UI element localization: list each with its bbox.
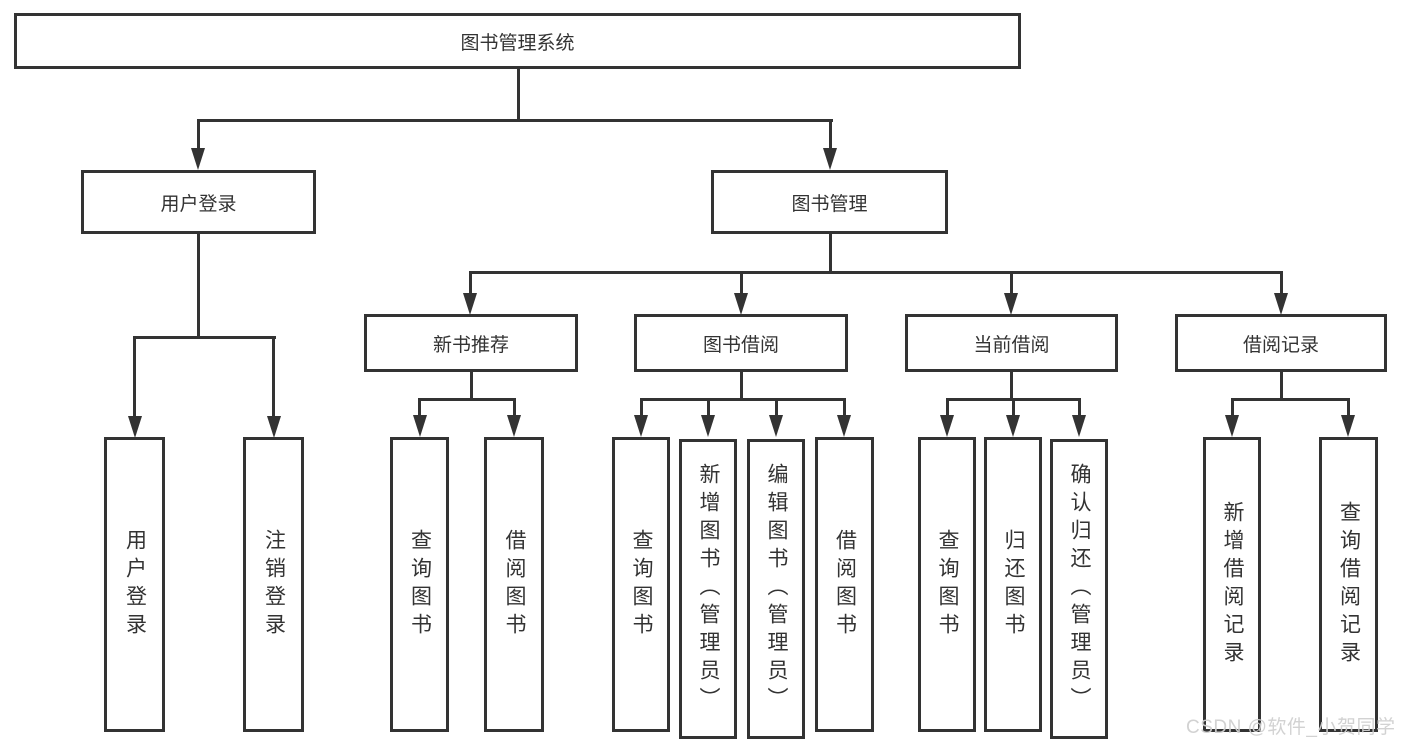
arrow-down-icon bbox=[507, 415, 521, 437]
node-leaf-edit-books-admin: 编辑图书（管理员） bbox=[747, 439, 805, 739]
arrow-down-icon bbox=[463, 293, 477, 315]
connector-stub-book-management bbox=[829, 122, 832, 150]
connector-stub-new-book bbox=[469, 274, 472, 294]
connector-new-book-drop bbox=[470, 372, 473, 400]
arrow-down-icon bbox=[191, 148, 205, 170]
node-leaf-query-borrow-record: 查询借阅记录 bbox=[1319, 437, 1378, 732]
arrow-down-icon bbox=[1004, 293, 1018, 315]
node-borrowing-records-label: 借阅记录 bbox=[1242, 334, 1319, 356]
node-user-login-group: 用户登录 bbox=[81, 170, 316, 234]
arrow-down-icon bbox=[940, 415, 954, 437]
node-leaf-borrow-books-recommend: 借阅图书 bbox=[484, 437, 544, 732]
connector-book-management-branch bbox=[469, 271, 1283, 274]
arrow-down-icon bbox=[1006, 415, 1020, 437]
connector-book-borrowing-branch bbox=[640, 398, 846, 401]
arrow-down-icon bbox=[1341, 415, 1355, 437]
connector-stub-book-borrowing bbox=[740, 274, 743, 294]
node-leaf-add-books-admin: 新增图书（管理员） bbox=[679, 439, 737, 739]
arrow-down-icon bbox=[769, 415, 783, 437]
node-current-borrowing-label: 当前借阅 bbox=[973, 334, 1050, 356]
connector-stub bbox=[1347, 401, 1350, 417]
node-book-management: 图书管理 bbox=[711, 170, 948, 234]
node-leaf-add-books-admin-label: 新增图书（管理员） bbox=[697, 463, 721, 715]
node-leaf-edit-books-admin-label: 编辑图书（管理员） bbox=[765, 463, 789, 715]
arrow-down-icon bbox=[823, 148, 837, 170]
node-leaf-add-borrow-record: 新增借阅记录 bbox=[1203, 437, 1261, 732]
arrow-down-icon bbox=[701, 415, 715, 437]
node-leaf-query-books-borrowing: 查询图书 bbox=[612, 437, 670, 732]
node-leaf-confirm-return-admin: 确认归还（管理员） bbox=[1050, 439, 1108, 739]
connector-stub bbox=[775, 401, 778, 417]
node-leaf-logout: 注销登录 bbox=[243, 437, 304, 732]
connector-borrowing-records-branch bbox=[1231, 398, 1350, 401]
arrow-down-icon bbox=[734, 293, 748, 315]
arrow-down-icon bbox=[1072, 415, 1086, 437]
node-leaf-logout-label: 注销登录 bbox=[262, 528, 286, 641]
connector-stub bbox=[640, 401, 643, 417]
node-new-book-recommend-label: 新书推荐 bbox=[432, 334, 509, 356]
connector-current-borrowing-branch bbox=[946, 398, 1081, 401]
csdn-watermark: CSDN @软件_小贺同学 bbox=[1186, 717, 1396, 738]
node-system-root: 图书管理系统 bbox=[14, 13, 1021, 69]
node-new-book-recommend: 新书推荐 bbox=[364, 314, 578, 372]
connector-root-branch bbox=[197, 119, 833, 122]
node-leaf-query-books-recommend-label: 查询图书 bbox=[408, 528, 432, 641]
arrow-down-icon bbox=[1274, 293, 1288, 315]
connector-stub-user-login bbox=[197, 122, 200, 150]
node-current-borrowing: 当前借阅 bbox=[905, 314, 1118, 372]
node-leaf-query-books-recommend: 查询图书 bbox=[390, 437, 449, 732]
arrow-down-icon bbox=[128, 416, 142, 438]
node-leaf-return-books-label: 归还图书 bbox=[1002, 528, 1026, 641]
node-system-root-label: 图书管理系统 bbox=[460, 32, 575, 54]
connector-book-borrowing-drop bbox=[740, 372, 743, 400]
connector-borrowing-records-drop bbox=[1280, 372, 1283, 400]
node-book-management-label: 图书管理 bbox=[791, 193, 868, 215]
connector-user-login-drop bbox=[197, 234, 200, 338]
node-leaf-query-books-current-label: 查询图书 bbox=[936, 528, 960, 641]
connector-current-borrowing-drop bbox=[1010, 372, 1013, 400]
connector-user-login-branch bbox=[133, 336, 276, 339]
connector-stub-leaf-user-login bbox=[133, 339, 136, 418]
arrow-down-icon bbox=[267, 416, 281, 438]
connector-stub bbox=[513, 401, 516, 417]
node-leaf-query-books-borrowing-label: 查询图书 bbox=[630, 528, 654, 641]
connector-stub bbox=[843, 401, 846, 417]
connector-stub bbox=[1078, 401, 1081, 417]
connector-stub-borrowing-records bbox=[1280, 274, 1283, 294]
connector-new-book-branch bbox=[418, 398, 516, 401]
node-leaf-add-borrow-record-label: 新增借阅记录 bbox=[1221, 500, 1245, 669]
connector-stub bbox=[1231, 401, 1234, 417]
connector-stub bbox=[707, 401, 710, 417]
arrow-down-icon bbox=[634, 415, 648, 437]
connector-stub-current-borrowing bbox=[1010, 274, 1013, 294]
connector-root-drop bbox=[517, 69, 520, 119]
node-leaf-borrow-books-borrowing-label: 借阅图书 bbox=[833, 528, 857, 641]
connector-book-management-drop bbox=[829, 234, 832, 274]
node-leaf-user-login: 用户登录 bbox=[104, 437, 165, 732]
node-leaf-query-books-current: 查询图书 bbox=[918, 437, 976, 732]
arrow-down-icon bbox=[837, 415, 851, 437]
arrow-down-icon bbox=[1225, 415, 1239, 437]
node-leaf-user-login-label: 用户登录 bbox=[123, 528, 147, 641]
node-leaf-query-borrow-record-label: 查询借阅记录 bbox=[1337, 500, 1361, 669]
arrow-down-icon bbox=[413, 415, 427, 437]
connector-stub bbox=[1012, 401, 1015, 417]
node-leaf-borrow-books-borrowing: 借阅图书 bbox=[815, 437, 874, 732]
node-user-login-group-label: 用户登录 bbox=[160, 193, 237, 215]
connector-stub bbox=[946, 401, 949, 417]
node-leaf-return-books: 归还图书 bbox=[984, 437, 1042, 732]
connector-stub bbox=[418, 401, 421, 417]
node-book-borrowing: 图书借阅 bbox=[634, 314, 848, 372]
node-leaf-confirm-return-admin-label: 确认归还（管理员） bbox=[1068, 463, 1092, 715]
connector-stub-leaf-logout bbox=[272, 339, 275, 418]
node-borrowing-records: 借阅记录 bbox=[1175, 314, 1387, 372]
node-book-borrowing-label: 图书借阅 bbox=[702, 334, 779, 356]
node-leaf-borrow-books-recommend-label: 借阅图书 bbox=[503, 528, 527, 641]
